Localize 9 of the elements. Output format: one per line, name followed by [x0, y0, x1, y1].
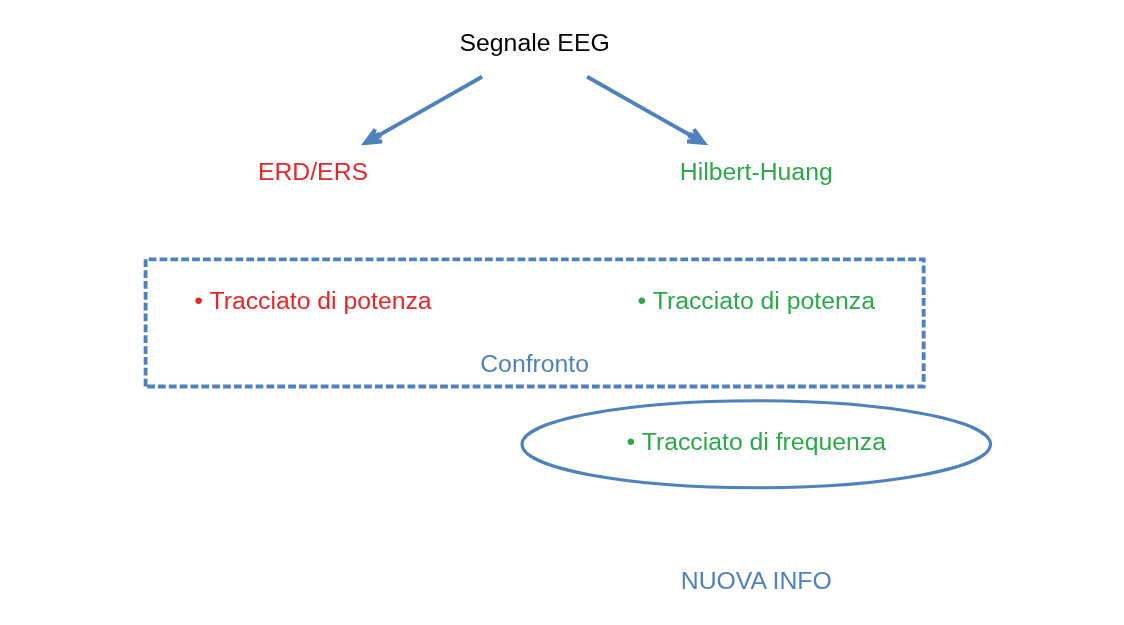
- arrow: [363, 75, 484, 145]
- node-label: NUOVA INFO: [680, 566, 832, 594]
- node-text: • Tracciato di potenza: [637, 286, 875, 314]
- node-text: Segnale EEG: [459, 29, 610, 57]
- node-text: ERD/ERS: [257, 158, 369, 186]
- node-text: Hilbert-Huang: [679, 158, 833, 186]
- node-text: • Tracciato di potenza: [194, 286, 432, 314]
- arrow: [586, 75, 707, 145]
- node-ellipse: • Tracciato di frequenza: [520, 399, 993, 490]
